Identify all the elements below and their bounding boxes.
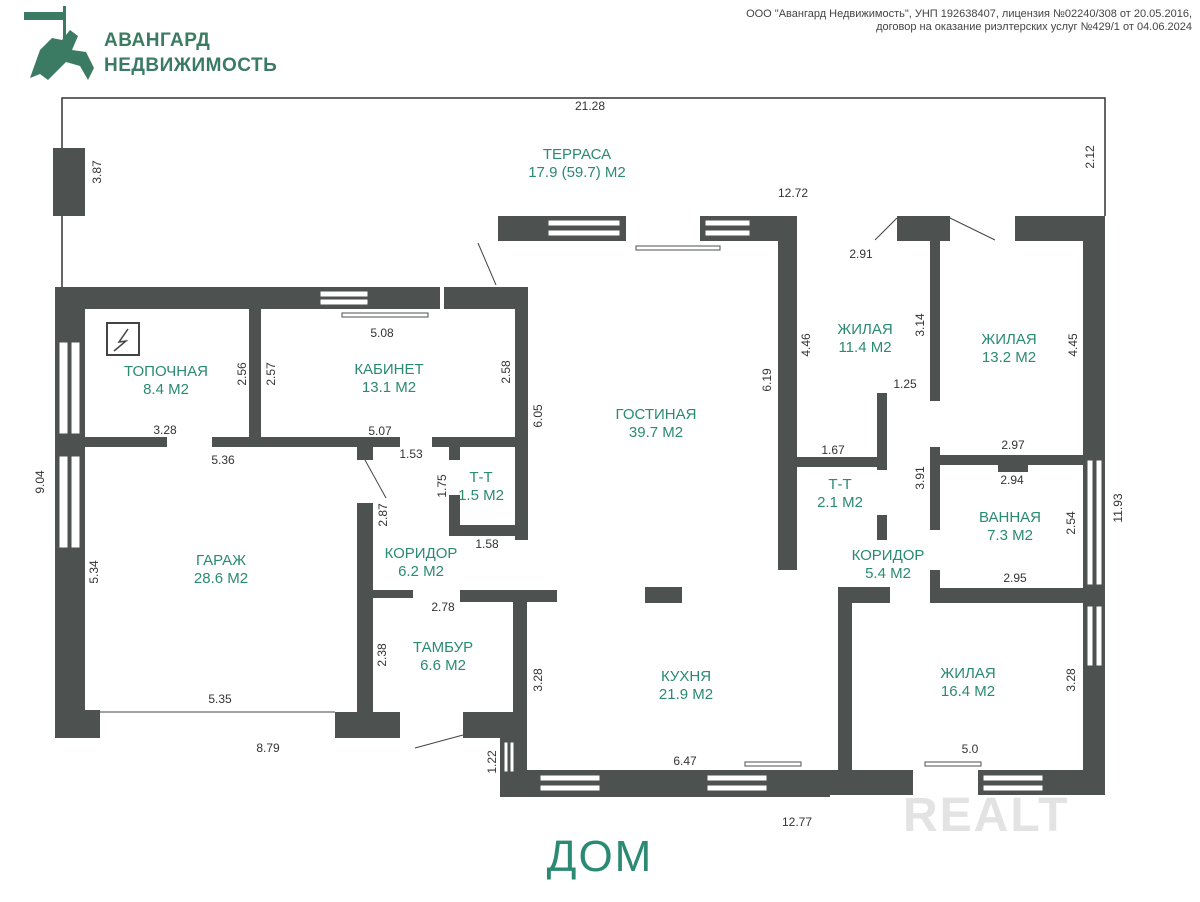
- dimension: 2.78: [431, 600, 455, 614]
- room-area: 13.1 М2: [361, 379, 417, 396]
- brand-line-1: АВАНГАРД: [104, 30, 211, 51]
- dimension: 3.91: [913, 466, 927, 490]
- windows: [58, 219, 1103, 792]
- terrace-outline: [61, 97, 1106, 287]
- dimension: 4.46: [799, 333, 813, 357]
- room-name: ЖИЛАЯ: [837, 321, 893, 338]
- dimension: 5.07: [368, 424, 392, 438]
- room-name: ТОПОЧНАЯ: [124, 363, 208, 380]
- dimension: 2.54: [1064, 511, 1078, 535]
- room-area: 8.4 М2: [143, 381, 189, 398]
- room-area: 39.7 М2: [628, 424, 684, 441]
- room-name: Т-Т: [828, 476, 852, 493]
- dimension: 11.93: [1111, 493, 1125, 523]
- dimension: 1.53: [399, 447, 423, 461]
- dimension: 2.87: [376, 503, 390, 527]
- dimension: 2.57: [264, 362, 278, 386]
- dimension: 1.75: [435, 474, 449, 498]
- room-name: КОРИДОР: [384, 545, 458, 562]
- room-area: 21.9 М2: [658, 686, 714, 703]
- legal-info: ООО "Авангард Недвижимость", УНП 1926384…: [746, 8, 1192, 34]
- dimension: 21.28: [574, 99, 606, 113]
- dimension: 2.91: [849, 247, 873, 261]
- plan-title: ДОМ: [546, 832, 654, 881]
- dimension: 2.94: [1000, 473, 1024, 487]
- room-name: ЖИЛАЯ: [981, 331, 1037, 348]
- dimension: 1.67: [821, 443, 845, 457]
- room-area: 6.6 М2: [420, 657, 466, 674]
- room-area: 6.2 М2: [398, 563, 444, 580]
- dimension: 2.58: [499, 360, 513, 384]
- dimension: 1.22: [485, 750, 499, 774]
- room-area: 7.3 М2: [987, 527, 1033, 544]
- dimension: 5.34: [87, 560, 101, 584]
- room-name: КОРИДОР: [851, 547, 925, 564]
- room-area: 13.2 М2: [981, 349, 1037, 366]
- room-name: ВАННАЯ: [978, 509, 1042, 526]
- brand-line-2: НЕДВИЖИМОСТЬ: [104, 55, 278, 76]
- dimension: 2.38: [375, 643, 389, 667]
- dimension: 12.77: [781, 815, 813, 829]
- legal-line-2: договор на оказание риэлтерских услуг №4…: [876, 21, 1192, 33]
- dimension: 5.36: [211, 453, 235, 467]
- dimension: 6.47: [673, 754, 697, 768]
- dimension: 5.35: [208, 692, 232, 706]
- room-name: ГАРАЖ: [196, 552, 246, 569]
- dimension: 4.45: [1066, 333, 1080, 357]
- room-name: ТЕРРАСА: [542, 146, 612, 163]
- dimension: 3.28: [1064, 668, 1078, 692]
- logo-icon: [24, 6, 94, 80]
- room-name: КУХНЯ: [660, 668, 712, 685]
- dimension: 6.05: [531, 404, 545, 428]
- dimension: 1.58: [475, 537, 499, 551]
- dimension: 5.08: [370, 326, 394, 340]
- dimension: 1.25: [893, 377, 917, 391]
- doors: [100, 217, 996, 749]
- room-area: 1.5 М2: [458, 487, 504, 504]
- dimension: 12.72: [777, 186, 809, 200]
- dimension: 3.28: [153, 423, 177, 437]
- dimension: 6.19: [760, 368, 774, 392]
- dimension: 2.95: [1003, 571, 1027, 585]
- room-area: 5.4 М2: [865, 565, 911, 582]
- brand-name: АВАНГАРД НЕДВИЖИМОСТЬ: [104, 28, 277, 78]
- room-area: 28.6 М2: [193, 570, 249, 587]
- room-name: ГОСТИНАЯ: [615, 406, 697, 423]
- dimension: 5.0: [961, 742, 979, 756]
- dimension: 3.14: [913, 313, 927, 337]
- room-name: ЖИЛАЯ: [940, 665, 996, 682]
- room-area: 2.1 М2: [817, 494, 863, 511]
- legal-line-1: ООО "Авангард Недвижимость", УНП 1926384…: [746, 8, 1192, 20]
- dimension: 3.87: [90, 160, 104, 184]
- room-name: Т-Т: [469, 469, 493, 486]
- dimension: 9.04: [33, 470, 47, 494]
- dimension: 8.79: [256, 741, 280, 755]
- room-area: 17.9 (59.7) М2: [528, 164, 626, 181]
- room-area: 11.4 М2: [838, 339, 892, 356]
- watermark: REALT: [903, 789, 1070, 842]
- dimension: 2.12: [1083, 145, 1097, 169]
- room-area: 16.4 М2: [940, 683, 996, 700]
- boiler-icon: [106, 322, 140, 356]
- dimension: 2.97: [1001, 438, 1025, 452]
- dimension: 3.28: [531, 668, 545, 692]
- room-name: ТАМБУР: [412, 639, 474, 656]
- dimension: 2.56: [235, 362, 249, 386]
- room-name: КАБИНЕТ: [354, 361, 424, 378]
